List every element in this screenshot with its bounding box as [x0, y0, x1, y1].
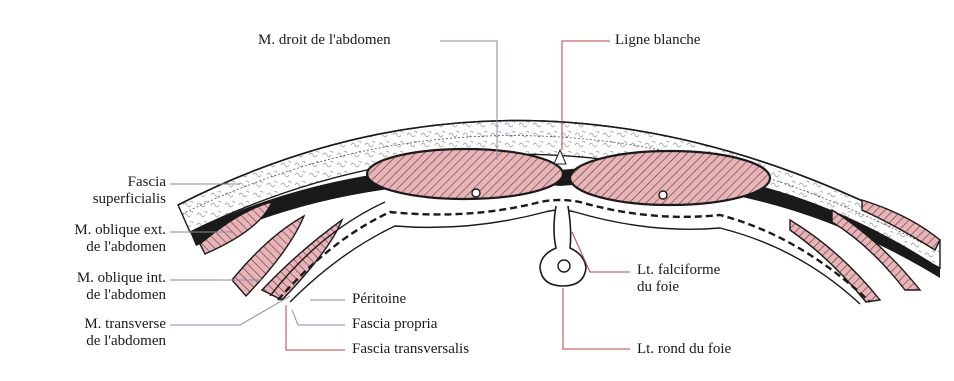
label-fascia-propria: Fascia propria	[352, 316, 437, 333]
label-oblique-int: M. oblique int. de l'abdomen	[20, 270, 166, 304]
label-round-ligament: Lt. rond du foie	[637, 341, 731, 358]
rectus-muscle-right	[570, 151, 770, 205]
leader-fascia-propria	[292, 310, 345, 325]
label-falciform: Lt. falciforme du foie	[637, 262, 720, 296]
label-rectus: M. droit de l'abdomen	[258, 32, 391, 49]
leader-transverse	[170, 296, 290, 325]
label-fascia-transversalis: Fascia transversalis	[352, 341, 469, 358]
leader-round-ligament	[563, 288, 630, 349]
falciform-ligament	[540, 206, 586, 286]
leader-fascia-transversalis	[286, 305, 345, 350]
label-linea-alba: Ligne blanche	[615, 32, 700, 49]
label-peritoine: Péritoine	[352, 291, 406, 308]
label-fascia-superficialis: Fascia superficialis	[60, 174, 166, 208]
rectus-muscle-left	[367, 149, 563, 199]
label-oblique-ext: M. oblique ext. de l'abdomen	[20, 222, 166, 256]
label-transverse: M. transverse de l'abdomen	[20, 316, 166, 350]
round-ligament	[558, 260, 570, 272]
